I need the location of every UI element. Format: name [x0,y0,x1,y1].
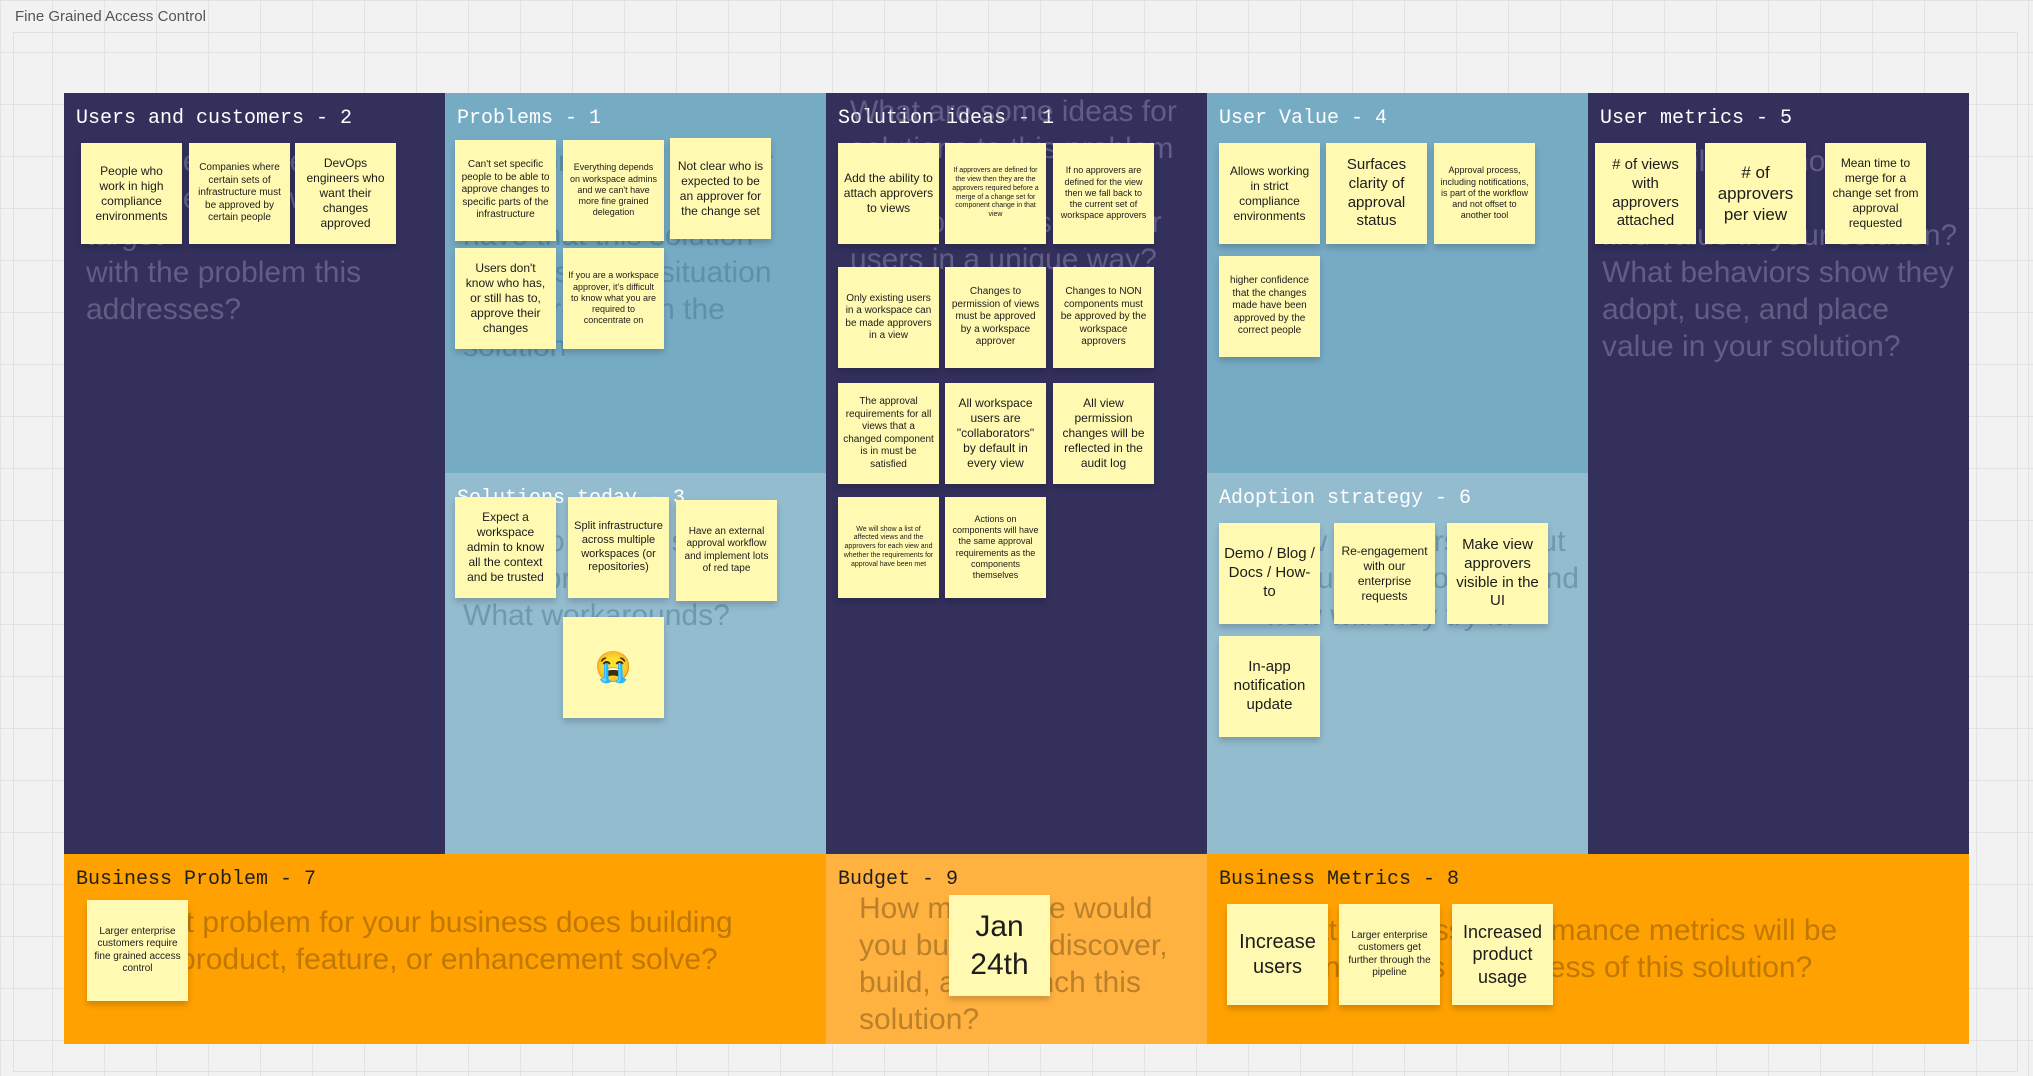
section-title: Adoption strategy - 6 [1219,487,1472,510]
sticky-note[interactable]: Add the ability to attach approvers to v… [838,143,939,244]
section-title: Problems - 1 [457,107,602,130]
board-frame [13,32,2018,1072]
sticky-note[interactable]: Actions on components will have the same… [945,497,1046,598]
section-prompt: What problem for your business does buil… [124,906,733,976]
sticky-note[interactable]: Have an external approval workflow and i… [676,500,777,601]
section-title: Business Metrics - 8 [1219,868,1460,891]
sticky-note[interactable]: Expect a workspace admin to know all the… [455,497,556,598]
section-title: User metrics - 5 [1600,107,1793,130]
sticky-note[interactable]: In-app notification update [1219,636,1320,737]
sticky-note[interactable]: Larger enterprise customers get further … [1339,904,1440,1005]
sticky-note[interactable]: Make view approvers visible in the UI [1447,523,1548,624]
section-title: Users and customers - 2 [76,107,353,130]
sticky-note[interactable]: Not clear who is expected to be an appro… [670,138,771,239]
sticky-note[interactable]: Surfaces clarity of approval status [1326,143,1427,244]
sticky-note[interactable]: # of approvers per view [1705,143,1806,244]
section-business-problem[interactable]: Business Problem - 7 What problem for yo… [64,854,826,1044]
sticky-note[interactable]: People who work in high compliance envir… [81,143,182,244]
sticky-note[interactable]: higher confidence that the changes made … [1219,256,1320,357]
sticky-note[interactable]: 😭 [563,617,664,718]
sticky-note[interactable]: Re-engagement with our enterprise reques… [1334,523,1435,624]
sticky-note[interactable]: The approval requirements for all views … [838,383,939,484]
sticky-note[interactable]: Users don't know who has, or still has t… [455,248,556,349]
sticky-note[interactable]: Approval process, including notification… [1434,143,1535,244]
sticky-note[interactable]: We will show a list of affected views an… [838,497,939,598]
sticky-note[interactable]: Everything depends on workspace admins a… [563,140,664,241]
sticky-note[interactable]: Allows working in strict compliance envi… [1219,143,1320,244]
sticky-note[interactable]: Split infrastructure across multiple wor… [568,497,669,598]
section-title: Solution ideas - 1 [838,107,1055,130]
sticky-note[interactable]: Changes to NON components must be approv… [1053,267,1154,368]
sticky-note[interactable]: DevOps engineers who want their changes … [295,143,396,244]
sticky-note[interactable]: Increased product usage [1452,904,1553,1005]
section-title: Business Problem - 7 [76,868,317,891]
sticky-note[interactable]: # of views with approvers attached [1595,143,1696,244]
sticky-note[interactable]: Companies where certain sets of infrastr… [189,143,290,244]
sticky-note[interactable]: Can't set specific people to be able to … [455,140,556,241]
section-title: User Value - 4 [1219,107,1388,130]
board-title: Fine Grained Access Control [15,8,206,25]
sticky-note[interactable]: Larger enterprise customers require fine… [87,900,188,1001]
sticky-note[interactable]: Demo / Blog / Docs / How-to [1219,523,1320,624]
sticky-note[interactable]: Mean time to merge for a change set from… [1825,143,1926,244]
section-title: Budget - 9 [838,868,959,891]
sticky-note[interactable]: If no approvers are defined for the view… [1053,143,1154,244]
sticky-note[interactable]: Increase users [1227,904,1328,1005]
sticky-note[interactable]: Changes to permission of views must be a… [945,267,1046,368]
sticky-note[interactable]: If approvers are defined for the view th… [945,143,1046,244]
sticky-note[interactable]: Only existing users in a workspace can b… [838,267,939,368]
sticky-note[interactable]: If you are a workspace approver, it's di… [563,248,664,349]
sticky-note[interactable]: All view permission changes will be refl… [1053,383,1154,484]
sticky-note[interactable]: Jan 24th [949,895,1050,996]
sticky-note[interactable]: All workspace users are "collaborators" … [945,383,1046,484]
